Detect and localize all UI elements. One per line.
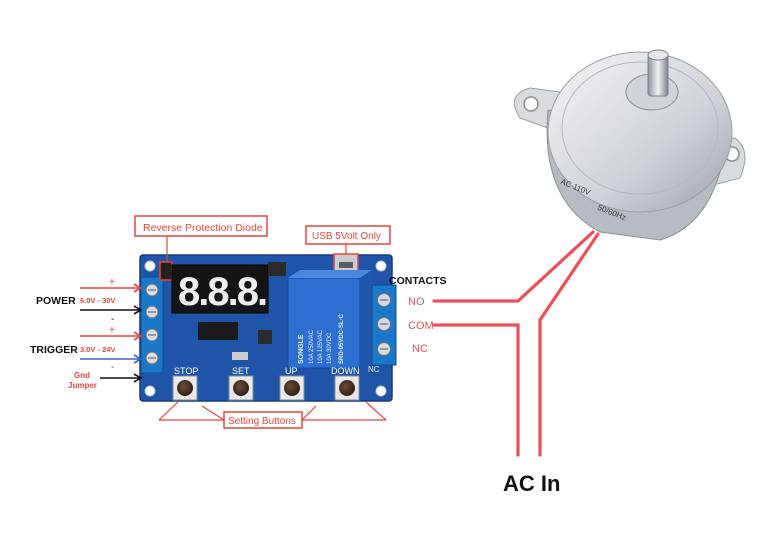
smd-component-2 <box>232 352 248 360</box>
pcb-hole-br <box>375 385 387 397</box>
setting-buttons-row <box>172 375 360 401</box>
contact-no-label: NO <box>408 296 425 308</box>
seven-segment-display <box>171 264 269 314</box>
ac-wires <box>432 230 600 457</box>
stop-button-label: STOP <box>174 366 198 376</box>
relay-marking-1: SONGLE <box>298 334 305 364</box>
input-arrows <box>80 283 143 383</box>
flange-hole-left <box>523 96 539 112</box>
trigger-label: TRIGGER <box>30 344 78 356</box>
setting-buttons-callout-text: Setting Buttons <box>228 416 296 427</box>
power-minus-sign: - <box>111 314 114 325</box>
up-button[interactable] <box>284 380 300 396</box>
stop-button[interactable] <box>177 380 193 396</box>
trigger-range-label: 3.0V - 24V <box>80 345 115 354</box>
reverse-protection-diode <box>159 261 173 281</box>
down-button-label: DOWN <box>331 366 360 376</box>
gnd-label-line-2: Jumper <box>68 381 97 390</box>
pcb-hole-tl <box>144 260 156 272</box>
reverse-diode-callout-text: Reverse Protection Diode <box>143 222 263 234</box>
control-ic <box>198 322 238 340</box>
smd-component <box>258 330 272 344</box>
contacts-title: CONTACTS <box>389 275 447 287</box>
relay-marking-2: 10A 250VAC <box>309 329 315 364</box>
contact-nc-label: NC <box>412 343 428 355</box>
board-nc-mark: NC <box>368 365 380 374</box>
relay-timer-board: 8.8.8. SONGLE 10A 250VAC 10A 125VAC 10A … <box>139 253 397 402</box>
callout-reverse-diode: Reverse Protection Diode <box>134 215 268 262</box>
up-button-label: UP <box>285 366 298 376</box>
motor-top-rim <box>561 61 719 195</box>
ac-in-label: AC In <box>503 471 560 496</box>
usb-callout-text: USB 5Volt Only <box>312 231 381 242</box>
display-digits: 8.8.8. <box>178 270 266 314</box>
power-label: POWER <box>36 295 76 307</box>
trigger-plus-sign: + <box>109 325 115 336</box>
set-button[interactable] <box>233 380 249 396</box>
relay-marking-5: SRD-05VDC-SL-C <box>339 313 345 364</box>
wire-ac-in-2 <box>538 232 600 457</box>
set-button-label: SET <box>232 366 250 376</box>
regulator <box>268 262 286 276</box>
down-button[interactable] <box>339 380 355 396</box>
relay-marking-3: 10A 125VAC <box>318 329 324 364</box>
input-terminal-block <box>140 276 164 374</box>
motor-shaft-tip <box>647 49 669 61</box>
wire-no-to-motor <box>432 230 595 303</box>
power-range-label: 6.0V - 30V <box>80 296 115 305</box>
gnd-label-line-1: Gnd <box>74 371 90 380</box>
contact-com-label: COM <box>408 320 434 332</box>
callout-usb: USB 5Volt Only <box>305 225 391 254</box>
motor-top-face <box>547 51 733 213</box>
pcb-hole-tr <box>375 260 387 272</box>
relay: SONGLE 10A 250VAC 10A 125VAC 10A 30VDC S… <box>287 270 372 369</box>
power-plus-sign: + <box>109 277 115 288</box>
trigger-minus-sign: - <box>111 362 114 373</box>
relay-marking-4: 10A 30VDC <box>327 332 333 364</box>
pcb-hole-bl <box>144 385 156 397</box>
callout-setting-buttons: Setting Buttons <box>158 401 387 429</box>
ac-synchronous-motor: AC 110V 50/60Hz <box>513 49 746 241</box>
wire-ac-in-1 <box>432 323 520 457</box>
